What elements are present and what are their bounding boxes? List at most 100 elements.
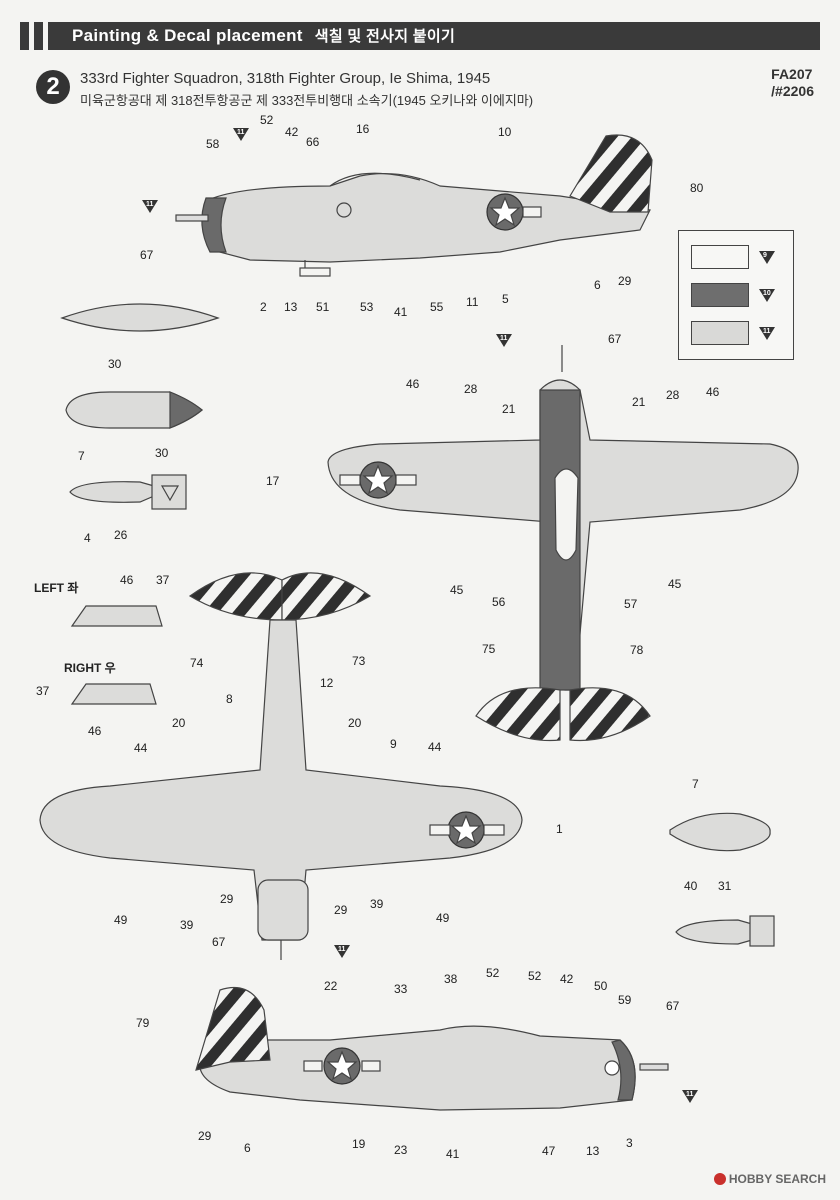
side-view-left-aircraft — [175, 134, 653, 277]
view-label-right: RIGHT 우 — [64, 661, 116, 675]
callout: 42 — [285, 125, 299, 139]
tail-detail-right — [70, 683, 157, 705]
color-marker-11-icon: 11 — [233, 128, 249, 141]
callout: 39 — [370, 897, 384, 911]
callout: 39 — [180, 918, 194, 932]
callout: 5 — [502, 292, 509, 306]
callout: 67 — [140, 248, 154, 262]
callout: 29 — [334, 903, 348, 917]
callout: 52 — [486, 966, 500, 980]
callout: 57 — [624, 597, 638, 611]
color-marker-11-icon: 11 — [334, 945, 350, 958]
page-title-en: Painting & Decal placement — [72, 26, 303, 45]
callout: 10 — [498, 125, 512, 139]
callout: 11 — [466, 295, 479, 309]
callout: 55 — [430, 300, 444, 314]
color-marker-11-icon: 11 — [496, 334, 512, 347]
callout: 67 — [666, 999, 680, 1013]
callout: 33 — [394, 982, 408, 996]
callout: 41 — [394, 305, 408, 319]
callout: 30 — [108, 357, 122, 371]
callout: 40 — [684, 879, 698, 893]
callout: 19 — [352, 1137, 366, 1151]
callout: 44 — [134, 741, 148, 755]
callout: 74 — [190, 656, 204, 670]
color-swatch-white — [691, 245, 749, 269]
callout: 4 — [84, 531, 91, 545]
callout: 23 — [394, 1143, 408, 1157]
page-title: Painting & Decal placement 색칠 및 전사지 붙이기 — [72, 25, 455, 46]
callout: 31 — [718, 879, 732, 893]
callout: 26 — [114, 528, 128, 542]
callout: 73 — [352, 654, 366, 668]
side-view-right-aircraft — [195, 986, 669, 1111]
callout: 49 — [436, 911, 450, 925]
callout: 45 — [668, 577, 682, 591]
watermark-logo: HOBBY SEARCH — [713, 1172, 826, 1186]
callout: 22 — [324, 979, 338, 993]
large-drop-tank — [65, 391, 203, 429]
callout: 2 — [260, 300, 267, 314]
tail-detail-left — [70, 605, 163, 627]
callout: 6 — [244, 1141, 251, 1155]
view-label-left: LEFT 좌 — [34, 581, 79, 595]
callout: 7 — [692, 777, 699, 791]
callout: 49 — [114, 913, 128, 927]
callout: 42 — [560, 972, 574, 986]
callout: 38 — [444, 972, 458, 986]
drop-tank-top — [669, 812, 771, 852]
callout: 41 — [446, 1147, 460, 1161]
callout: 46 — [406, 377, 420, 391]
callout: 66 — [306, 135, 320, 149]
callout: 28 — [666, 388, 680, 402]
step-subtitle-ko: 미육군항공대 제 318전투항공군 제 333전투비행대 소속기(1945 오키… — [80, 93, 534, 108]
callout: 12 — [320, 676, 334, 690]
color-swatch-lightgray — [691, 321, 749, 345]
callout: 79 — [136, 1016, 150, 1030]
callout: 30 — [155, 446, 169, 460]
callout: 21 — [502, 402, 516, 416]
callout: 7 — [78, 449, 85, 463]
color-marker-11-icon: 11 — [142, 200, 158, 213]
color-marker-11-icon: 11 — [759, 327, 775, 340]
callout: 44 — [428, 740, 442, 754]
callout: 80 — [690, 181, 704, 195]
page-title-ko: 색칠 및 전사지 붙이기 — [314, 28, 456, 45]
callout: 20 — [172, 716, 186, 730]
step-subtitle: 333rd Fighter Squadron, 318th Fighter Gr… — [80, 70, 491, 87]
callout: 17 — [266, 474, 280, 488]
callout: 1 — [556, 822, 563, 836]
callout: 29 — [198, 1129, 212, 1143]
callout: 53 — [360, 300, 374, 314]
kit-code-line1: FA207 — [771, 66, 813, 82]
step-number-badge: 2 — [36, 70, 70, 104]
bomb-side — [69, 474, 187, 510]
callout: 28 — [464, 382, 478, 396]
color-marker-10-icon: 10 — [759, 289, 775, 302]
header-stripes-icon — [18, 22, 48, 50]
callout: 37 — [156, 573, 170, 587]
kit-code-line2: /#2206 — [771, 83, 814, 99]
callout: 46 — [88, 724, 102, 738]
callout: 75 — [482, 642, 496, 656]
callout: 47 — [542, 1144, 556, 1158]
callout: 46 — [120, 573, 134, 587]
callout: 58 — [206, 137, 220, 151]
top-view-aircraft — [327, 345, 799, 742]
callout: 67 — [608, 332, 622, 346]
callout: 29 — [618, 274, 632, 288]
callout: 13 — [586, 1144, 600, 1158]
color-swatch-darkgray — [691, 283, 749, 307]
bottom-view-aircraft — [39, 572, 523, 960]
bomb-right — [675, 915, 775, 947]
header-bar — [18, 22, 820, 50]
callout: 13 — [284, 300, 298, 314]
callout: 59 — [618, 993, 632, 1007]
callout: 56 — [492, 595, 506, 609]
callout: 52 — [528, 969, 542, 983]
callout: 67 — [212, 935, 226, 949]
callout: 78 — [630, 643, 644, 657]
callout: 46 — [706, 385, 720, 399]
drop-tank-side — [60, 303, 220, 332]
